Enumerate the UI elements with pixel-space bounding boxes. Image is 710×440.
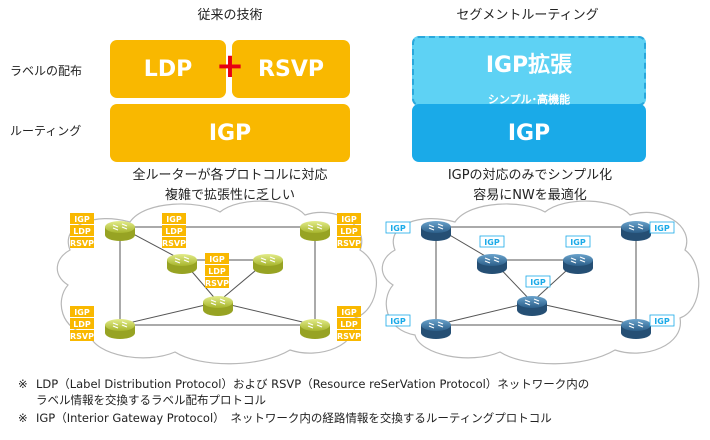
footnote-1-line1: ※ LDP（Label Distribution Protocol）および RSV… (18, 376, 589, 393)
tr-rsvp-tag: RSVP (337, 237, 361, 248)
row-label-routing: ルーティング (10, 124, 82, 138)
footnote-1-line2: ラベル情報を交換するラベル配布プロトコル (36, 393, 266, 407)
svg-text:IGP: IGP (209, 255, 225, 264)
right-igp-block: IGP (412, 104, 646, 162)
footnote-2: ※ IGP（Interior Gateway Protocol） ネットワーク内の… (18, 410, 552, 427)
svg-text:IGP: IGP (166, 215, 182, 224)
br-ldp-tag: LDP (337, 318, 361, 329)
svg-text:RSVP: RSVP (70, 239, 94, 248)
rsvp-block: RSVP (232, 40, 350, 98)
bl-rsvp-tag: RSVP (70, 330, 94, 341)
tc-igp-tag: IGP (162, 213, 186, 224)
tl-rsvp-tag: RSVP (70, 237, 94, 248)
left-desc-line1: 全ルーターが各プロトコルに対応 (132, 167, 328, 183)
svg-text:LDP: LDP (340, 320, 358, 329)
right-network-links (435, 226, 637, 326)
router-icon (253, 254, 283, 274)
svg-text:RSVP: RSVP (70, 332, 94, 341)
footnote-mark: ※ (18, 377, 28, 391)
svg-text:IGP: IGP (74, 308, 90, 317)
router-icon (105, 319, 135, 339)
mc-ldp-tag: LDP (205, 265, 229, 276)
tl-igp-tag: IGP (70, 213, 94, 224)
right-desc-line2: 容易にNWを最適化 (473, 187, 587, 203)
svg-text:RSVP: RSVP (337, 332, 361, 341)
igp-tag: IGP (649, 221, 675, 234)
router-icon (300, 319, 330, 339)
router-icon (167, 254, 197, 274)
svg-text:IGP: IGP (74, 215, 90, 224)
svg-text:IGP: IGP (390, 317, 406, 326)
br-igp-tag: IGP (337, 306, 361, 317)
svg-text:IGP: IGP (570, 238, 586, 247)
bl-igp-tag: IGP (70, 306, 94, 317)
tl-ldp-tag: LDP (70, 225, 94, 236)
svg-text:LDP: LDP (73, 320, 91, 329)
igp-tag: IGP (649, 314, 675, 327)
svg-text:LDP: LDP (73, 227, 91, 236)
svg-text:LDP: LDP (165, 227, 183, 236)
router-icon (477, 254, 507, 274)
left-column-title: 従来の技術 (197, 7, 263, 23)
svg-text:IGP: IGP (654, 317, 670, 326)
bl-ldp-tag: LDP (70, 318, 94, 329)
router-icon (621, 221, 651, 241)
igp-extension-label: IGP拡張 (485, 53, 573, 78)
right-column-title: セグメントルーティング (456, 7, 599, 23)
left-desc-line2: 複雑で拡張性に乏しい (164, 187, 295, 203)
tc-ldp-tag: LDP (162, 225, 186, 236)
tc-rsvp-tag: RSVP (162, 237, 186, 248)
right-desc-line1: IGPの対応のみでシンプル化 (447, 167, 613, 183)
svg-text:LDP: LDP (340, 227, 358, 236)
igp-tag: IGP (385, 221, 411, 234)
svg-text:LDP: LDP (208, 267, 226, 276)
simple-high-function-label: シンプル･高機能 (487, 93, 571, 106)
tr-ldp-tag: LDP (337, 225, 361, 236)
igp-tag: IGP (385, 314, 411, 327)
igp-tag: IGP (525, 275, 551, 288)
plus-sign: + (215, 46, 245, 86)
igp-extension-block: IGP拡張 (412, 36, 646, 106)
footnote-mark: ※ (18, 411, 28, 425)
router-icon (517, 296, 547, 316)
router-icon (203, 296, 233, 316)
footnote-1-text: LDP（Label Distribution Protocol）および RSVP… (36, 377, 590, 391)
svg-text:IGP: IGP (654, 224, 670, 233)
ldp-block: LDP (110, 40, 226, 98)
svg-text:IGP: IGP (484, 238, 500, 247)
footnote-2-text: IGP（Interior Gateway Protocol） ネットワーク内の経… (36, 411, 552, 425)
svg-text:IGP: IGP (341, 308, 357, 317)
svg-text:RSVP: RSVP (337, 239, 361, 248)
row-label-label-distribution: ラベルの配布 (10, 64, 83, 78)
svg-text:RSVP: RSVP (162, 239, 186, 248)
mc-igp-tag: IGP (205, 253, 229, 264)
router-icon (105, 221, 135, 241)
router-icon (300, 221, 330, 241)
router-icon (621, 319, 651, 339)
router-icon (421, 319, 451, 339)
svg-text:IGP: IGP (341, 215, 357, 224)
left-igp-block: IGP (110, 104, 350, 162)
router-icon (563, 254, 593, 274)
router-icon (421, 221, 451, 241)
igp-tag: IGP (479, 235, 505, 248)
svg-text:IGP: IGP (530, 278, 546, 287)
tr-igp-tag: IGP (337, 213, 361, 224)
mc-rsvp-tag: RSVP (205, 277, 229, 288)
svg-text:IGP: IGP (390, 224, 406, 233)
igp-tag: IGP (565, 235, 591, 248)
br-rsvp-tag: RSVP (337, 330, 361, 341)
svg-text:RSVP: RSVP (205, 279, 229, 288)
